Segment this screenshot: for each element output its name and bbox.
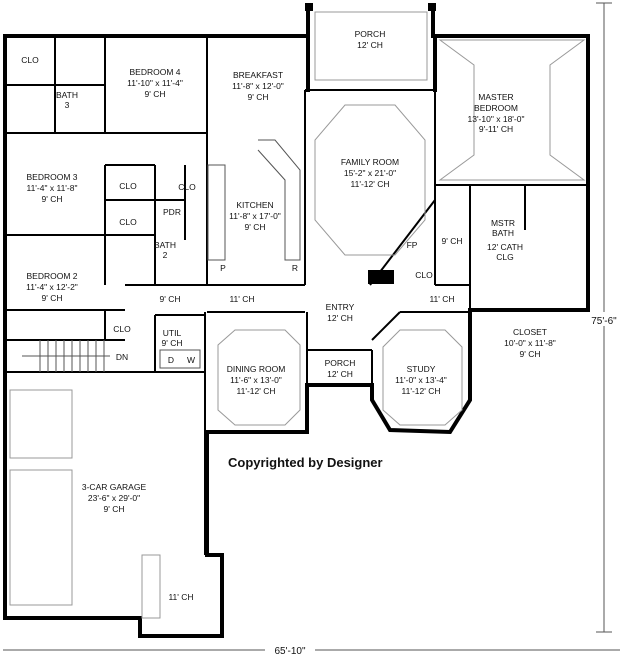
copyright-text: Copyrighted by Designer	[228, 455, 383, 470]
bedroom2-label: BEDROOM 2	[26, 271, 77, 281]
garage-ceiling: 9' CH	[104, 504, 125, 514]
dryer-label: D	[168, 355, 174, 365]
breakfast-ceiling: 9' CH	[248, 92, 269, 102]
clo-stair: CLO	[113, 324, 131, 334]
mstr-bath-label: MSTR	[491, 218, 515, 228]
fireplace-label: FP	[407, 240, 418, 250]
porch-rear-ceiling: 12' CH	[357, 40, 383, 50]
clo-2: CLO	[178, 182, 196, 192]
mstr-bath-clg: 12' CATH	[487, 242, 523, 252]
entry-label: ENTRY	[326, 302, 355, 312]
master-bedroom-label-2: BEDROOM	[474, 103, 518, 113]
family-room-ceiling: 11'-12' CH	[351, 179, 390, 189]
family-room-label: FAMILY ROOM	[341, 157, 399, 167]
stairs-dn-label: DN	[116, 352, 128, 362]
breakfast-label: BREAKFAST	[233, 70, 283, 80]
bedroom4-ceiling: 9' CH	[145, 89, 166, 99]
closet-label: CLOSET	[513, 327, 547, 337]
closet-size: 10'-0" x 11'-8"	[504, 338, 556, 348]
porch-front-label: PORCH	[325, 358, 356, 368]
porch-front-ceiling: 12' CH	[327, 369, 353, 379]
closet-ceiling: 9' CH	[520, 349, 541, 359]
clo-bath3: CLO	[21, 55, 39, 65]
hall-right-top-ceiling: 9' CH	[442, 236, 463, 246]
depth-dimension: 75'-6"	[591, 316, 617, 327]
master-bedroom-size: 13'-10" x 18'-0"	[467, 114, 524, 124]
width-dimension: 65'-10"	[274, 646, 305, 657]
kitchen-label: KITCHEN	[236, 200, 273, 210]
hall-right-ceiling: 11' CH	[429, 294, 454, 304]
entry-ceiling: 12' CH	[327, 313, 353, 323]
bedroom4-label: BEDROOM 4	[129, 67, 180, 77]
garage-size: 23'-6" x 29'-0"	[88, 493, 140, 503]
stairs	[22, 340, 110, 372]
garage-label: 3-CAR GARAGE	[82, 482, 147, 492]
study-ceiling: 11'-12' CH	[402, 386, 441, 396]
bedroom3-size: 11'-4" x 11'-8"	[26, 183, 77, 193]
bedroom4-size: 11'-10" x 11'-4"	[127, 78, 183, 88]
kitchen-ceiling: 9' CH	[245, 222, 266, 232]
pantry-label: P	[220, 263, 226, 273]
bath3-label: BATH	[56, 90, 78, 100]
bath2-num: 2	[163, 250, 168, 260]
garage-bay-ceiling: 11' CH	[168, 592, 193, 602]
bedroom2-size: 11'-4" x 12'-2"	[26, 282, 78, 292]
util-label: UTIL	[163, 328, 182, 338]
breakfast-size: 11'-8" x 12'-0"	[232, 81, 284, 91]
study-label: STUDY	[407, 364, 436, 374]
mstr-bath-clg-2: CLG	[496, 252, 513, 262]
pdr-label: PDR	[163, 207, 181, 217]
clo-1: CLO	[119, 181, 137, 191]
study-size: 11'-0" x 13'-4"	[395, 375, 447, 385]
interior-walls	[5, 36, 588, 555]
kitchen-size: 11'-8" x 17'-0"	[229, 211, 281, 221]
bedroom3-ceiling: 9' CH	[42, 194, 63, 204]
hall-left-ceiling: 9' CH	[160, 294, 181, 304]
dining-room-label: DINING ROOM	[227, 364, 286, 374]
hall-mid-ceiling: 11' CH	[229, 294, 254, 304]
master-bedroom-label: MASTER	[478, 92, 513, 102]
util-ceiling: 9' CH	[162, 338, 183, 348]
bedroom2-ceiling: 9' CH	[42, 293, 63, 303]
refrigerator-label: R	[292, 263, 298, 273]
family-room-size: 15'-2" x 21'-0"	[344, 168, 396, 178]
master-bedroom-ceiling: 9'-11' CH	[479, 124, 513, 134]
bath3-num: 3	[65, 100, 70, 110]
clo-fp: CLO	[415, 270, 433, 280]
bath2-label: BATH	[154, 240, 176, 250]
mstr-bath-label-2: BATH	[492, 228, 514, 238]
bedroom3-label: BEDROOM 3	[26, 172, 77, 182]
clo-3: CLO	[119, 217, 137, 227]
dining-room-ceiling: 11'-12' CH	[237, 386, 276, 396]
dining-room-size: 11'-6" x 13'-0"	[230, 375, 282, 385]
porch-rear-label: PORCH	[355, 29, 386, 39]
washer-label: W	[187, 355, 195, 365]
